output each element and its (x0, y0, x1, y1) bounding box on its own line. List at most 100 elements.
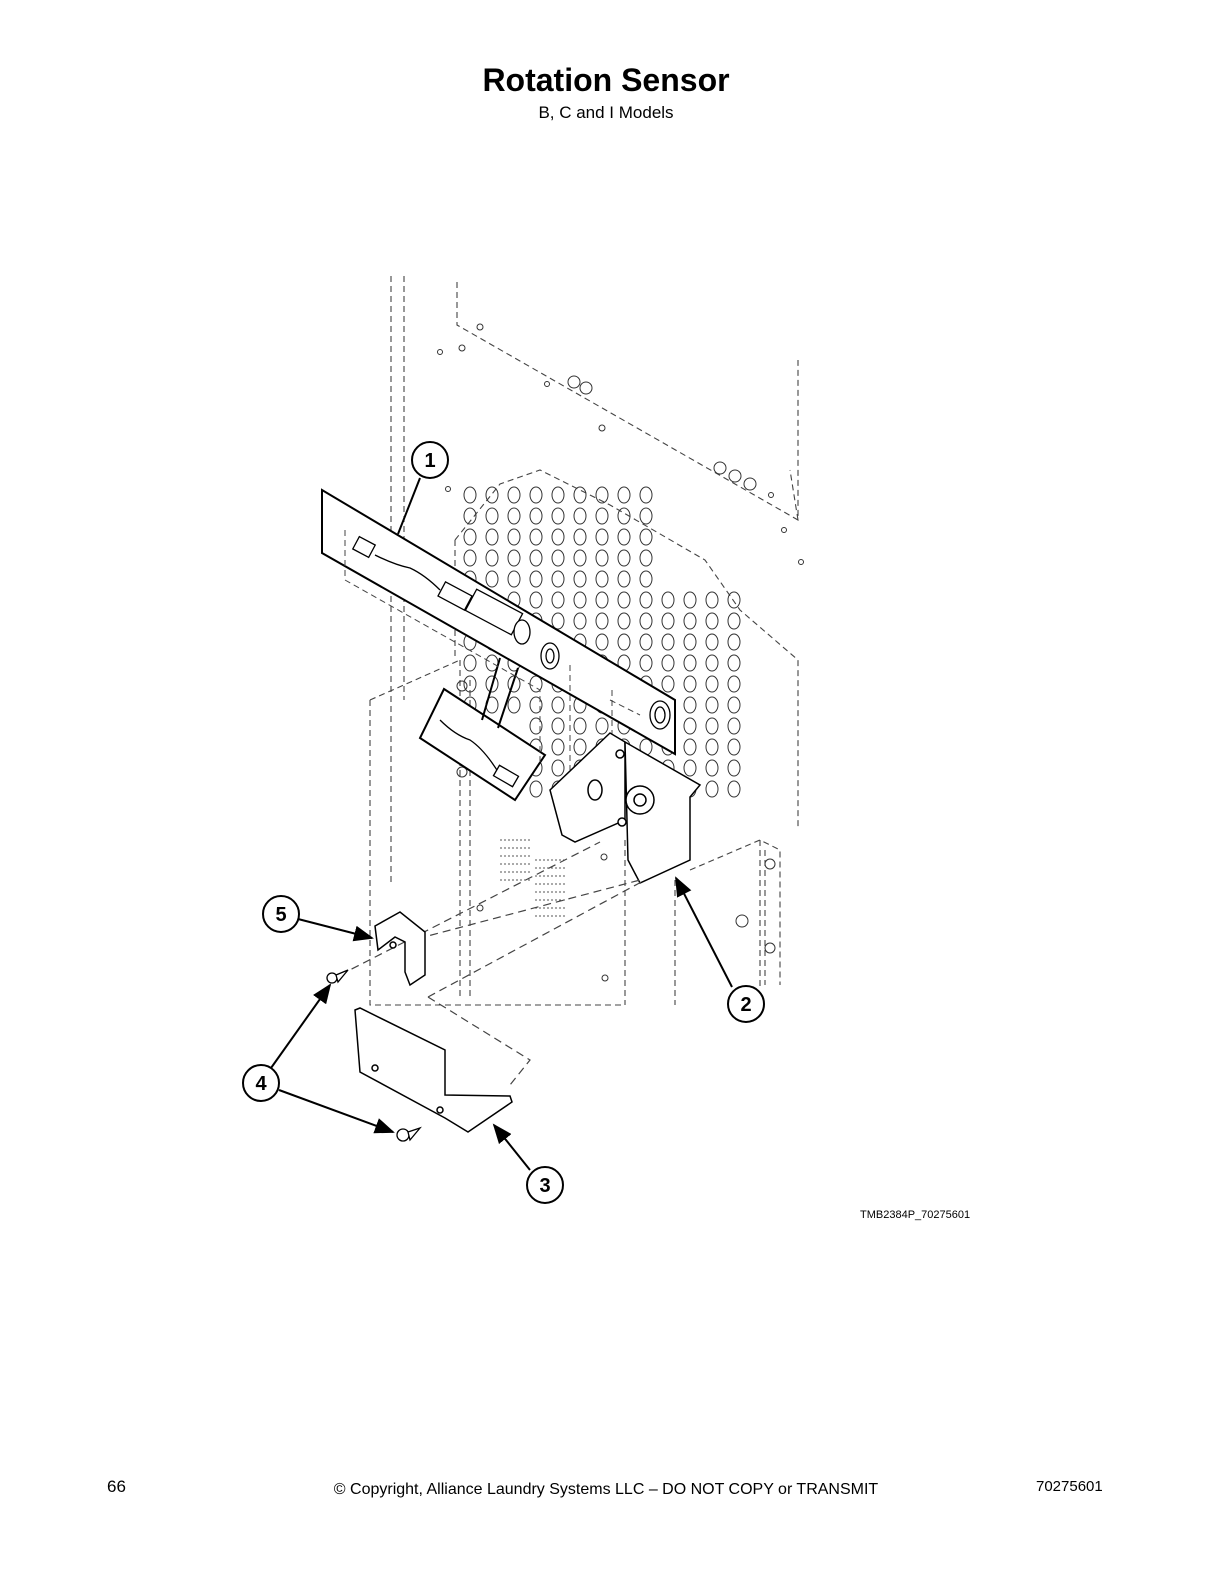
perforation-hole (727, 612, 741, 630)
perforation-hole (705, 654, 719, 672)
page-number: 66 (107, 1477, 126, 1496)
perforation-hole (551, 486, 565, 504)
perforation-hole (507, 570, 521, 588)
perforation-hole (507, 528, 521, 546)
copyright-notice: © Copyright, Alliance Laundry Systems LL… (333, 1481, 879, 1498)
sensor-guide-lines (344, 530, 641, 770)
perforation-hole (595, 612, 609, 630)
panel-holes (437, 323, 804, 982)
perforation-hole (507, 675, 521, 693)
perforation-hole (683, 654, 697, 672)
perforation-hole (573, 612, 587, 630)
callout-1-label: 1 (424, 450, 435, 472)
perforation-hole (573, 507, 587, 525)
perforation-hole (463, 486, 477, 504)
sensor-bracket (549, 732, 702, 884)
perforation-hole (485, 570, 499, 588)
page-subtitle: B, C and I Models (538, 103, 674, 122)
perforation-hole (529, 549, 543, 567)
perforation-hole (705, 759, 719, 777)
perforation-hole (727, 717, 741, 735)
perforation-hole (705, 738, 719, 756)
perforation-hole (727, 591, 741, 609)
perforation-hole (683, 696, 697, 714)
perforation-hole (551, 549, 565, 567)
perforation-hole (573, 717, 587, 735)
perforation-hole (727, 738, 741, 756)
perforation-hole (595, 528, 609, 546)
perforation-hole (529, 507, 543, 525)
perforation-hole (485, 549, 499, 567)
perforation-hole (529, 570, 543, 588)
perforation-hole (727, 675, 741, 693)
page-title: Rotation Sensor (482, 62, 730, 98)
perforation-hole (463, 528, 477, 546)
perforation-hole (573, 738, 587, 756)
perforation-hole (507, 486, 521, 504)
perforation-hole (617, 570, 631, 588)
perforation-hole (551, 570, 565, 588)
perforation-hole (661, 654, 675, 672)
perforation-hole (683, 633, 697, 651)
perforation-hole (595, 570, 609, 588)
perforation-hole (683, 759, 697, 777)
callout-2: 2 (727, 985, 765, 1023)
perforation-hole (551, 507, 565, 525)
wire-connector (439, 719, 520, 788)
callout-4-label: 4 (255, 1073, 267, 1095)
perforation-hole (683, 612, 697, 630)
perforation-hole (705, 780, 719, 798)
mounting-guide-lines (339, 841, 646, 1086)
perforation-hole (617, 486, 631, 504)
perforation-hole (617, 528, 631, 546)
perforation-hole (529, 528, 543, 546)
callout-1: 1 (411, 441, 449, 479)
perforation-hole (463, 549, 477, 567)
perforation-hole (529, 696, 543, 714)
perforation-hole (551, 528, 565, 546)
perforation-hole (683, 591, 697, 609)
perforation-hole (639, 612, 653, 630)
rotation-sensor (351, 535, 671, 730)
perforation-hole (485, 486, 499, 504)
perforation-hole (507, 696, 521, 714)
perforation-hole (617, 612, 631, 630)
callout-3: 3 (526, 1166, 564, 1204)
perforation-hole (573, 528, 587, 546)
perforation-hole (529, 591, 543, 609)
detail-leader-lines (481, 657, 519, 729)
perforation-hole (617, 507, 631, 525)
perforation-hole (595, 591, 609, 609)
perforation-hole (639, 591, 653, 609)
perforation-hole (705, 612, 719, 630)
perforation-hole (705, 633, 719, 651)
perforation-hole (639, 633, 653, 651)
perforation-hole (595, 549, 609, 567)
perforation-hole (705, 717, 719, 735)
perforation-hole (573, 486, 587, 504)
perforation-hole (639, 654, 653, 672)
vent-louvers (500, 839, 565, 917)
perforation-hole (573, 591, 587, 609)
perforation-hole (507, 549, 521, 567)
perforation-hole (485, 507, 499, 525)
perforation-hole (727, 696, 741, 714)
perforation-hole (551, 759, 565, 777)
perforation-hole (551, 612, 565, 630)
callout-5-label: 5 (275, 904, 286, 926)
perforation-hole (683, 717, 697, 735)
small-clip-bracket (374, 911, 426, 987)
perforation-hole (683, 738, 697, 756)
document-number: 70275601 (1036, 1478, 1103, 1495)
perforation-hole (727, 780, 741, 798)
perforation-hole (507, 507, 521, 525)
perforation-hole (463, 507, 477, 525)
callout-leaders (270, 477, 733, 1171)
perforation-hole (639, 507, 653, 525)
perforation-hole (661, 591, 675, 609)
perforation-hole (595, 633, 609, 651)
perforation-hole (595, 507, 609, 525)
perforation-hole (705, 591, 719, 609)
perforation-hole (485, 528, 499, 546)
